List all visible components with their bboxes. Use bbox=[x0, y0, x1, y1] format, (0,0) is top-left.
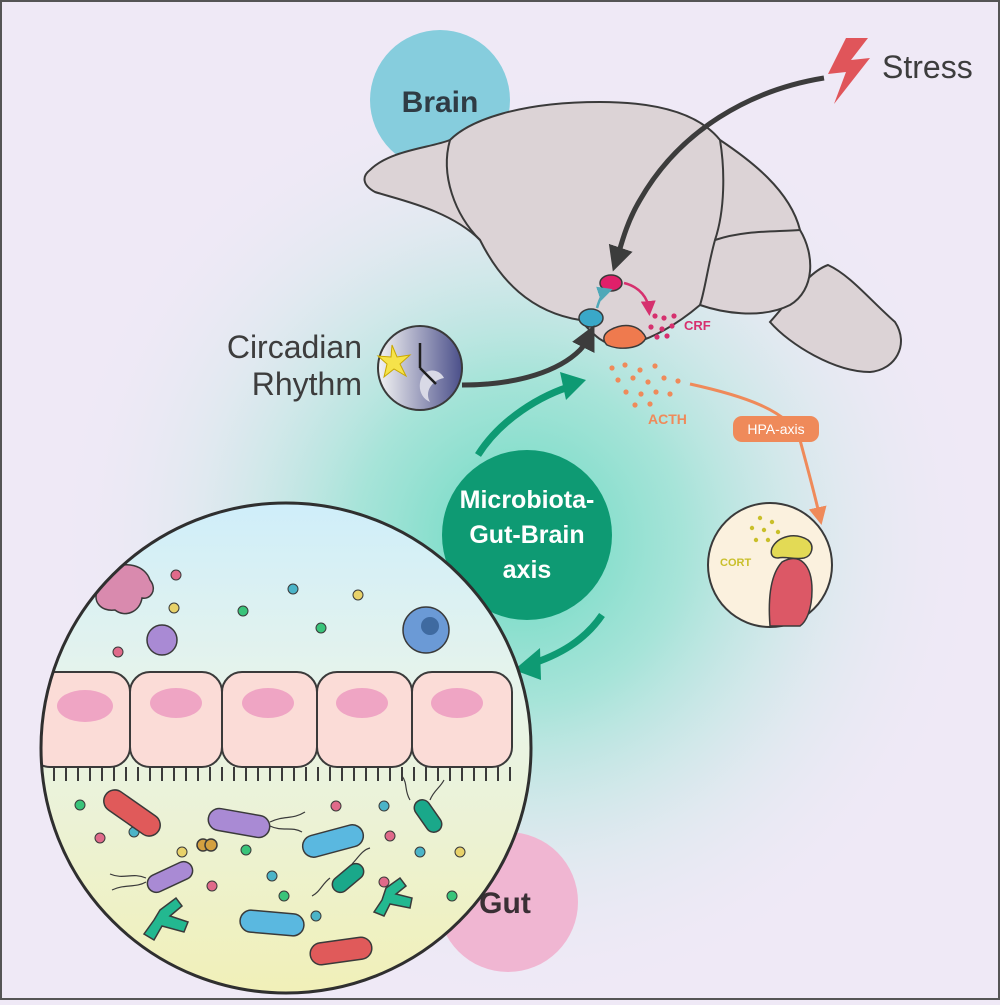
crf-molecules bbox=[648, 313, 677, 340]
stress-label: Stress bbox=[882, 49, 973, 85]
circadian-label-line2: Rhythm bbox=[252, 366, 362, 402]
stress-arrow bbox=[608, 75, 825, 272]
axis-arrowhead-down bbox=[514, 648, 541, 680]
microbiota-gut-brain-axis-circle bbox=[442, 450, 612, 620]
axis-label-line2: Gut-Brain bbox=[469, 521, 584, 549]
epithelial-cells bbox=[41, 671, 513, 768]
brain-illustration bbox=[363, 100, 902, 374]
cort-label: CORT bbox=[720, 557, 751, 569]
scn-to-pvn-arrow bbox=[595, 286, 613, 309]
axis-arrowhead-up bbox=[560, 372, 586, 400]
gut-inset bbox=[39, 501, 533, 995]
adrenal-inset: CORT bbox=[707, 502, 833, 628]
axis-label-line1: Microbiota- bbox=[460, 486, 595, 514]
pvn-to-pituitary-arrow bbox=[623, 281, 656, 316]
pituitary-gland bbox=[603, 324, 647, 349]
sun-moon-clock-icon bbox=[376, 325, 463, 411]
axis-label-line3: axis bbox=[503, 556, 552, 584]
hpa-axis-label: HPA-axis bbox=[747, 421, 804, 437]
axis-arrow-up bbox=[475, 381, 576, 457]
scn-nucleus bbox=[578, 308, 604, 328]
crf-label: CRF bbox=[684, 318, 711, 333]
brain-label: Brain bbox=[402, 86, 479, 119]
hpa-axis-badge bbox=[733, 416, 819, 442]
gut-label: Gut bbox=[479, 887, 531, 920]
pvn-nucleus bbox=[599, 274, 623, 292]
acth-molecules bbox=[609, 362, 681, 408]
acth-label: ACTH bbox=[648, 411, 687, 427]
circadian-arrow bbox=[461, 325, 595, 388]
circadian-label-line1: Circadian bbox=[227, 329, 362, 365]
lightning-bolt-icon bbox=[828, 38, 870, 104]
